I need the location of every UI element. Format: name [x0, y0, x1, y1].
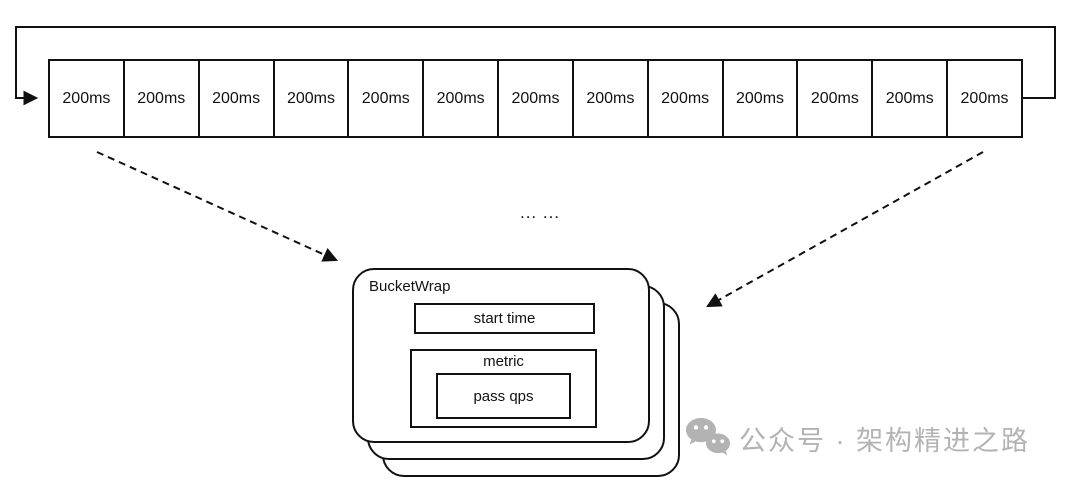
time-bucket-cell: 200ms [50, 61, 125, 136]
time-bucket-cell: 200ms [200, 61, 275, 136]
bucketwrap-card: BucketWrap start time metric pass qps [352, 268, 650, 443]
time-bucket-cell: 200ms [798, 61, 874, 136]
metric-box: metric pass qps [410, 349, 597, 428]
time-bucket-cell: 200ms [125, 61, 200, 136]
time-bucket-cell: 200ms [499, 61, 574, 136]
ellipsis-text: ... ... [519, 203, 561, 222]
left-dashed-arrow [96, 151, 339, 262]
time-bucket-row: 200ms 200ms 200ms 200ms 200ms 200ms 200m… [48, 59, 1023, 138]
pass-qps-box: pass qps [436, 373, 571, 419]
time-bucket-cell: 200ms [574, 61, 649, 136]
time-bucket-cell: 200ms [275, 61, 350, 136]
ring-loopback-arrow [15, 26, 1056, 106]
wechat-icon [686, 418, 730, 456]
time-bucket-cell: 200ms [724, 61, 799, 136]
time-bucket-cell: 200ms [873, 61, 949, 136]
metric-label: metric [483, 353, 524, 370]
time-bucket-cell: 200ms [349, 61, 425, 136]
time-bucket-cell: 200ms [960, 89, 1009, 107]
start-time-box: start time [414, 303, 595, 334]
bucketwrap-title: BucketWrap [369, 278, 451, 295]
watermark: 公众号 · 架构精进之路 [684, 416, 1030, 460]
time-bucket-cell: 200ms [649, 61, 724, 136]
time-bucket-cell: 200ms [424, 61, 500, 136]
watermark-text: 公众号 · 架构精进之路 [739, 425, 1030, 456]
right-dashed-arrow [706, 151, 984, 308]
